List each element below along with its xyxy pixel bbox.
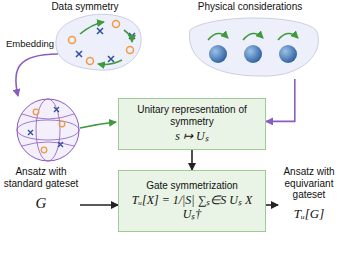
ansatz-label: Ansatz with standard gatesetG [2,166,80,228]
connector-arrow [266,79,295,121]
connector-arrow [80,204,118,206]
process-box: Gate symmetrizationTᵤ[X] = 1/|S| ∑ₛ∈S Uₛ… [118,170,266,232]
connector-arrow [191,150,193,170]
ansatz-label: Ansatz with equivariant gatesetTᵤ[G] [278,166,340,234]
node-title: Ansatz with standard gateset [2,166,80,189]
connector-arrow [266,204,278,206]
node-formula: Tᵤ[G] [294,207,325,222]
illustration-group: Physical considerations [180,1,320,79]
node-formula: Tᵤ[X] = 1/|S| ∑ₛ∈S Uₛ X Uₛ† [125,194,259,222]
process-box: Unitary representation of symmetry s ↦ Uₛ [118,98,266,150]
node-title: Physical considerations [198,1,303,13]
node-title: Data symmetry [51,1,118,13]
arrow-label: Embedding [6,38,54,49]
node-title: Unitary representation of symmetry [125,104,259,127]
node-formula: s ↦ Uₛ [175,130,208,144]
node-title: Gate symmetrization [146,180,238,192]
node-formula: G [36,195,47,212]
node-title: Ansatz with equivariant gateset [278,166,340,201]
